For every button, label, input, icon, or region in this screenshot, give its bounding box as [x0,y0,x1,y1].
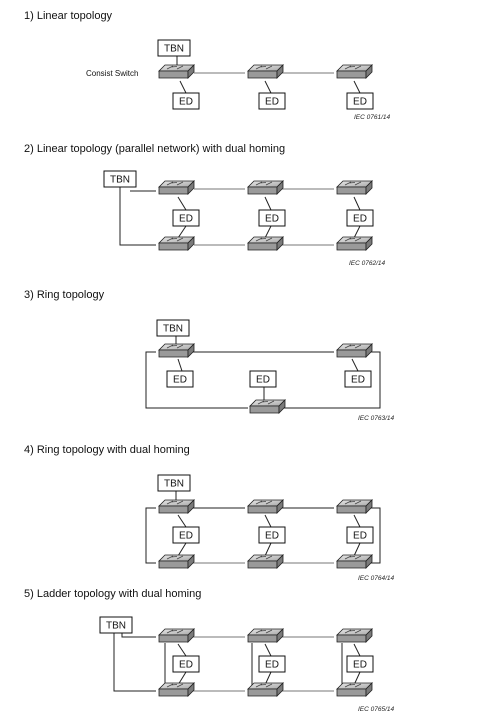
ed-box-label: ED [265,660,279,671]
ed-box: ED [166,370,194,388]
ed-box: ED [346,209,374,227]
diagram-ring-dual [145,490,381,564]
tbn-box-label: TBN [163,324,183,335]
ed-box: ED [344,370,372,388]
ed-box-label: ED [353,531,367,542]
tbn-box-label: TBN [164,479,184,490]
ed-box: ED [172,92,200,110]
ethernet-switch-icon [158,64,195,79]
ed-box: ED [258,526,286,544]
ed-box: ED [249,370,277,388]
ethernet-switch-icon [247,64,284,79]
ed-box-label: ED [353,660,367,671]
ethernet-switch-icon [336,180,373,195]
ed-box: ED [346,92,374,110]
tbn-box: TBN [156,319,190,337]
tbn-box-label: TBN [106,621,126,632]
diagram-ring [145,336,381,409]
ed-box-label: ED [265,531,279,542]
ed-box: ED [172,655,200,673]
diagram-linear: Consist Switch [86,56,361,94]
ethernet-switch-icon [247,236,284,251]
ethernet-switch-icon [158,343,195,358]
figure-ref: IEC 0762/14 [349,260,386,267]
ed-box: ED [258,655,286,673]
section-title-ring: 3) Ring topology [24,289,105,301]
tbn-box: TBN [99,616,133,634]
ethernet-switch-icon [336,343,373,358]
ed-box-label: ED [173,375,187,386]
ethernet-switch-icon [158,180,195,195]
diagram-linear-parallel [119,184,361,246]
tbn-box: TBN [157,474,191,492]
ethernet-switch-icon [336,499,373,514]
figure-ref: IEC 0761/14 [354,114,391,121]
ed-box-label: ED [265,214,279,225]
consist-switch-label: Consist Switch [86,69,138,78]
ethernet-switch-icon [247,180,284,195]
ed-box-label: ED [351,375,365,386]
ed-box: ED [172,209,200,227]
ed-box-label: ED [265,97,279,108]
section-title-ladder: 5) Ladder topology with dual homing [24,588,201,600]
tbn-box-label: TBN [110,175,130,186]
ethernet-switch-icon [336,682,373,697]
ethernet-switch-icon [336,628,373,643]
ed-box: ED [346,526,374,544]
section-title-ring-dual: 4) Ring topology with dual homing [24,444,190,456]
tbn-box: TBN [157,39,191,57]
figure-ref: IEC 0763/14 [358,415,395,422]
ethernet-switch-icon [247,499,284,514]
ethernet-switch-icon [247,628,284,643]
diagram-ladder [113,623,361,692]
ed-box-label: ED [179,97,193,108]
ed-box: ED [346,655,374,673]
section-title-linear: 1) Linear topology [24,10,113,22]
ed-box-label: ED [179,531,193,542]
ethernet-switch-icon [158,682,195,697]
ethernet-switch-icon [336,236,373,251]
ed-box: ED [258,92,286,110]
tbn-box: TBN [103,170,137,188]
ed-box-label: ED [179,660,193,671]
ethernet-switch-icon [247,554,284,569]
ed-box-label: ED [179,214,193,225]
ethernet-switch-icon [249,399,286,414]
ed-box-label: ED [353,97,367,108]
figure-ref: IEC 0765/14 [358,706,395,713]
ed-box-label: ED [353,214,367,225]
ethernet-switch-icon [336,554,373,569]
figure-ref: IEC 0764/14 [358,575,395,582]
ethernet-switch-icon [158,554,195,569]
ed-box: ED [258,209,286,227]
ed-box: ED [172,526,200,544]
ethernet-switch-icon [158,499,195,514]
section-title-linear-parallel: 2) Linear topology (parallel network) wi… [24,143,285,155]
ethernet-switch-icon [247,682,284,697]
ethernet-switch-icon [158,236,195,251]
ed-box-label: ED [256,375,270,386]
ethernet-switch-icon [158,628,195,643]
tbn-box-label: TBN [164,44,184,55]
ethernet-switch-icon [336,64,373,79]
